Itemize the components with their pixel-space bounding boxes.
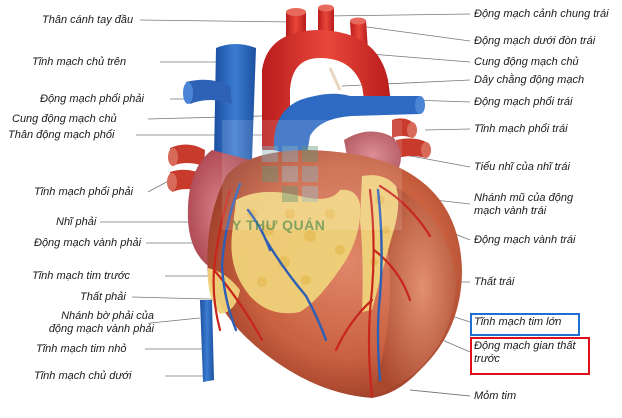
label-great-cardiac-vein: Tĩnh mạch tim lớn xyxy=(474,316,562,328)
label-brachiocephalic-trunk: Thân cánh tay đầu xyxy=(42,14,134,26)
pulmonary-trunk xyxy=(273,93,425,160)
label-inferior-vena-cava: Tĩnh mạch chủ dưới xyxy=(34,370,132,382)
label-ligamentum-arteriosum: Dây chằng động mạch xyxy=(474,74,585,86)
label-right-atrium: Nhĩ phải xyxy=(56,216,97,228)
left-ventricle xyxy=(372,180,456,396)
coronary-arteries xyxy=(212,184,432,398)
label-right-pulmonary-artery: Động mạch phổi phải xyxy=(40,93,144,105)
inferior-vena-cava xyxy=(200,300,214,382)
watermark-text: Y THƯ QUÁN xyxy=(232,217,326,233)
fat-texture xyxy=(247,195,390,287)
label-right-ventricle: Thất phải xyxy=(80,291,126,303)
label-superior-vena-cava: Tĩnh mạch chủ trên xyxy=(32,56,127,68)
label-right-marginal-branch: Nhánh bờ phải của động mạch vành phải xyxy=(48,310,154,335)
label-left-auricle: Tiểu nhĩ của nhĩ trái xyxy=(474,161,570,173)
label-left-ventricle: Thất trái xyxy=(474,276,515,288)
label-left-pulmonary-artery: Động mạch phổi trái xyxy=(474,96,573,108)
apex-leader xyxy=(409,389,471,397)
coronary-veins xyxy=(220,182,383,382)
label-aortic-arch-right: Cung động mạch chủ xyxy=(474,56,579,68)
label-left-common-carotid-artery: Động mạch cảnh chung trái xyxy=(474,8,609,20)
label-left-pulmonary-veins: Tĩnh mạch phổi trái xyxy=(474,123,568,135)
label-circumflex-branch: Nhánh mũ của động mạch vành trái xyxy=(474,192,574,217)
label-anterior-cardiac-vein: Tĩnh mạch tim trước xyxy=(32,270,130,282)
label-pulmonary-trunk: Thân động mạch phổi xyxy=(8,129,115,141)
highlight-box-great-cardiac-vein xyxy=(470,313,580,336)
watermark-logo xyxy=(222,120,402,230)
label-right-pulmonary-veins: Tĩnh mạch phổi phải xyxy=(34,186,134,198)
label-right-coronary-artery: Động mạch vành phải xyxy=(34,237,142,249)
highlight-box-anterior-interventricular-artery xyxy=(470,337,590,375)
ligamentum-arteriosum xyxy=(328,67,342,91)
right-pulmonary-artery xyxy=(186,79,232,104)
superior-vena-cava xyxy=(214,44,256,163)
label-small-cardiac-vein: Tĩnh mạch tim nhỏ xyxy=(36,343,127,355)
label-left-subclavian-artery: Động mạch dưới đòn trái xyxy=(474,35,596,47)
aortic-arch xyxy=(262,4,392,150)
label-left-coronary-artery: Động mạch vành trái xyxy=(474,234,576,246)
label-aortic-arch-left: Cung động mạch chủ xyxy=(12,113,117,125)
label-anterior-interventricular-artery: Động mạch gian thất trước xyxy=(474,340,576,365)
label-apex: Mỏm tim xyxy=(474,390,517,402)
left-pulmonary-veins xyxy=(392,118,431,158)
